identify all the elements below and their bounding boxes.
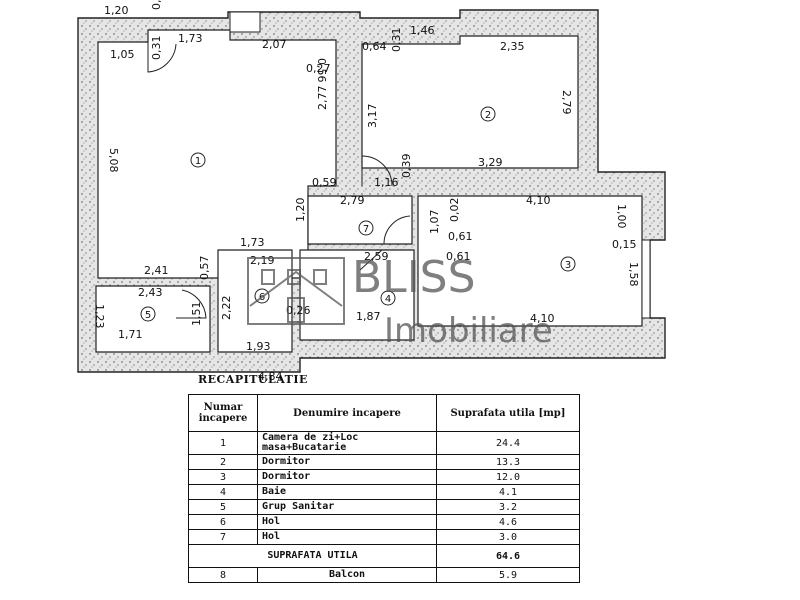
- dim-label: 1,93: [246, 340, 271, 353]
- dim-label: 1,16: [374, 176, 399, 189]
- table-header: Numar incapere Denumire incapere Suprafa…: [188, 394, 580, 432]
- cell-nr: 5: [188, 499, 258, 515]
- dim-label: 0,27: [306, 62, 331, 75]
- dimension-labels: 1,20 0,13 0,31 1,73 1,05 2,07 0,56 0,27 …: [93, 0, 640, 383]
- dim-label: 0,31: [390, 28, 403, 53]
- cell-area: 3.2: [436, 499, 580, 515]
- room-number-7: 7: [363, 224, 369, 235]
- house-logo-icon: [247, 257, 345, 325]
- dim-label: 0,39: [400, 154, 413, 179]
- dim-label: 1,73: [240, 236, 265, 249]
- dim-label: 1,87: [356, 310, 381, 323]
- dim-label: 4,10: [526, 194, 551, 207]
- dim-label: 1,46: [410, 24, 435, 37]
- room-number-1: 1: [195, 156, 201, 167]
- cell-area: 24.4: [436, 431, 580, 455]
- recap-title: RECAPITULATIE: [198, 373, 308, 386]
- cell-area: 13.3: [436, 454, 580, 470]
- room-number-3: 3: [565, 260, 571, 271]
- dim-label: 1,58: [627, 262, 640, 287]
- cell-area: 3.0: [436, 529, 580, 545]
- table-row: 3 Dormitor 12.0: [188, 469, 580, 485]
- dim-label: 2,59: [364, 250, 389, 263]
- header-area: Suprafata utila [mp]: [436, 394, 580, 432]
- dim-label: 2,22: [220, 296, 233, 321]
- dim-label: 3,29: [478, 156, 503, 169]
- cell-name: Dormitor: [257, 469, 437, 485]
- dim-label: 0,56: [315, 58, 328, 83]
- dim-label: 0,64: [362, 40, 387, 53]
- cell-name: Grup Sanitar: [257, 499, 437, 515]
- dim-label: 0,02: [448, 198, 461, 223]
- cell-nr: 1: [188, 431, 258, 455]
- dim-label: 2,07: [262, 38, 287, 51]
- dim-label: 0,61: [446, 250, 471, 263]
- dim-label: 2,35: [500, 40, 525, 53]
- bliss-watermark: BLISS Imobiliare: [247, 252, 553, 351]
- cell-nr: 2: [188, 454, 258, 470]
- dim-label: 0,13: [150, 0, 163, 10]
- balcony-row: 8 Balcon 5.9: [188, 567, 580, 583]
- watermark-subtitle: Imobiliare: [384, 311, 553, 351]
- cell-nr: 3: [188, 469, 258, 485]
- dim-label: 1,23: [93, 304, 106, 329]
- cell-name: Hol: [257, 514, 437, 530]
- cell-area: 4.1: [436, 484, 580, 500]
- room-number-5: 5: [145, 310, 151, 321]
- cell-name: Dormitor: [257, 454, 437, 470]
- table-row: 4 Baie 4.1: [188, 484, 580, 500]
- cell-nr: 7: [188, 529, 258, 545]
- table-row: 5 Grup Sanitar 3.2: [188, 499, 580, 515]
- cell-name: Baie: [257, 484, 437, 500]
- cell-nr: 6: [188, 514, 258, 530]
- cell-area: 12.0: [436, 469, 580, 485]
- cell-name: Hol: [257, 529, 437, 545]
- cell-name: Camera de zi+Loc masa+Bucatarie: [257, 431, 437, 455]
- recap-table: Numar incapere Denumire incapere Suprafa…: [188, 394, 580, 583]
- dim-label: 2,43: [138, 286, 163, 299]
- dim-label: 0,26: [286, 304, 311, 317]
- cell-nr: 4: [188, 484, 258, 500]
- dim-label: 5,08: [107, 148, 120, 173]
- total-area: 64.6: [436, 544, 580, 568]
- table-row: 6 Hol 4.6: [188, 514, 580, 530]
- dim-label: 1,73: [178, 32, 203, 45]
- dim-label: 4,84: [258, 370, 283, 383]
- dim-label: 1,51: [190, 302, 203, 327]
- dim-label: 2,79: [340, 194, 365, 207]
- cell-area: 5.9: [436, 567, 580, 583]
- room-number-2: 2: [485, 110, 491, 121]
- dim-label: 0,57: [198, 256, 211, 281]
- table-row: 7 Hol 3.0: [188, 529, 580, 545]
- dim-label: 2,77: [316, 86, 329, 111]
- dim-label: 1,71: [118, 328, 143, 341]
- total-row: SUPRAFATA UTILA 64.6: [188, 544, 580, 568]
- watermark-brand: BLISS: [352, 252, 476, 303]
- total-label: SUPRAFATA UTILA: [188, 544, 437, 568]
- room-number-4: 4: [385, 294, 391, 305]
- dim-label: 1,07: [428, 210, 441, 235]
- doors: [147, 42, 412, 319]
- table-row: 2 Dormitor 13.3: [188, 454, 580, 470]
- dim-label: 1,20: [104, 4, 129, 17]
- dim-label: 0,59: [312, 176, 337, 189]
- cell-area: 4.6: [436, 514, 580, 530]
- dim-label: 2,79: [560, 90, 573, 115]
- dim-label: 1,20: [294, 198, 307, 223]
- dim-label: 1,00: [615, 204, 628, 229]
- cell-nr: 8: [188, 567, 258, 583]
- dim-label: 0,61: [448, 230, 473, 243]
- table-row: 1 Camera de zi+Loc masa+Bucatarie 24.4: [188, 431, 580, 455]
- dim-label: 0,15: [612, 238, 637, 251]
- header-room-name: Denumire incapere: [257, 394, 437, 432]
- dim-label: 3,17: [366, 104, 379, 129]
- dim-label: 2,19: [250, 254, 275, 267]
- dim-label: 0,31: [150, 36, 163, 61]
- dim-label: 4,10: [530, 312, 555, 325]
- header-room-number: Numar incapere: [188, 394, 258, 432]
- dim-label: 1,05: [110, 48, 135, 61]
- cell-name: Balcon: [257, 567, 437, 583]
- dim-label: 2,41: [144, 264, 169, 277]
